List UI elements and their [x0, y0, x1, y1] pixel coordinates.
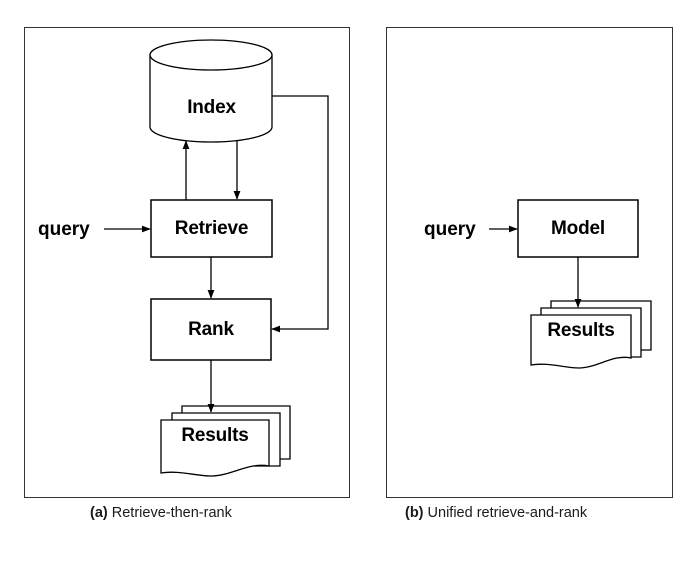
query-label-b: query	[424, 219, 476, 240]
caption-panel-a: (a) Retrieve-then-rank	[90, 505, 232, 521]
caption-a-text: Retrieve-then-rank	[111, 505, 232, 521]
node-label-index: Index	[187, 97, 236, 118]
caption-panel-b: (b) Unified retrieve-and-rank	[405, 505, 587, 521]
caption-b-tag: (b)	[405, 505, 424, 521]
query-label-a: query	[38, 219, 90, 240]
node-label-results-b: Results	[547, 320, 615, 341]
node-label-results-a: Results	[181, 425, 249, 446]
caption-a-tag: (a)	[90, 505, 108, 521]
node-label-model: Model	[551, 218, 605, 239]
caption-b-text: Unified retrieve-and-rank	[427, 505, 588, 521]
node-label-retrieve: Retrieve	[174, 218, 249, 239]
node-label-rank: Rank	[188, 319, 234, 340]
panel-b-frame	[386, 27, 673, 498]
